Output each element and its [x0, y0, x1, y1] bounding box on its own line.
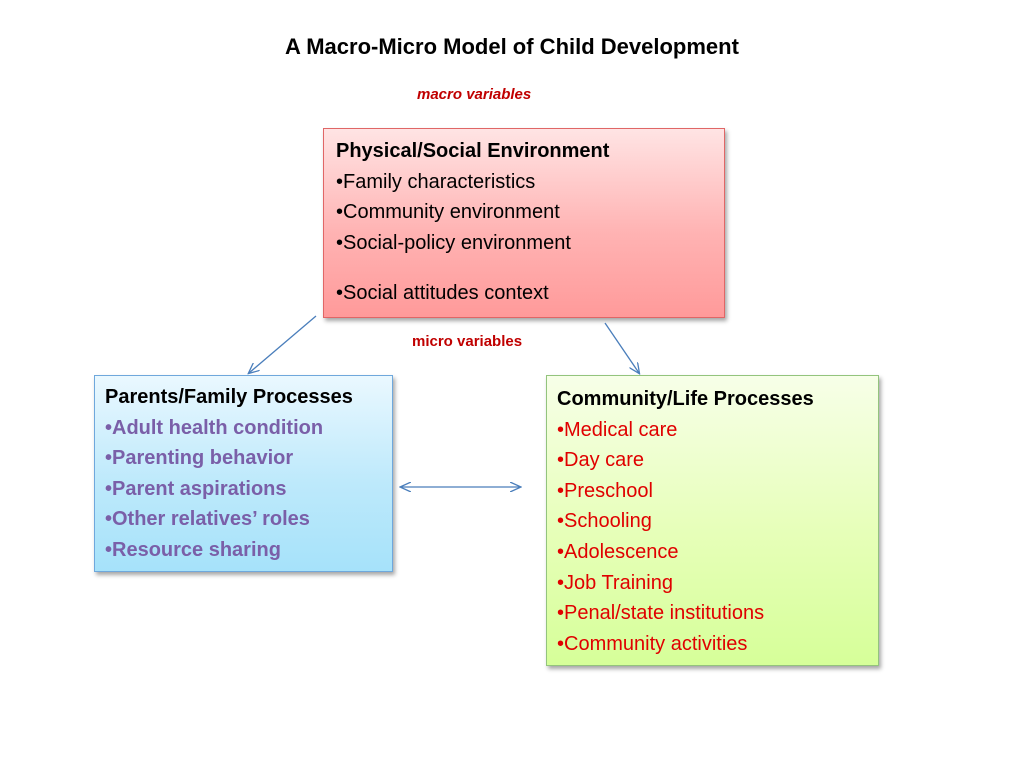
arrow-environment-to-community: [604, 322, 639, 373]
environment-item-community-environment: •Community environment: [336, 201, 560, 224]
family-heading: Parents/Family Processes: [105, 386, 353, 408]
community-item-adolescence: •Adolescence: [557, 540, 679, 563]
environment-item-social-attitudes-context: •Social attitudes context: [336, 282, 549, 305]
family-item-parenting-behavior: •Parenting behavior: [105, 447, 294, 470]
community-item-day-care: •Day care: [557, 449, 645, 472]
macro-variables-caption: macro variables: [417, 86, 532, 103]
environment-heading: Physical/Social Environment: [336, 140, 610, 162]
family-item-other-relatives: •Other relatives’ roles: [105, 508, 310, 531]
community-item-preschool: •Preschool: [557, 479, 653, 502]
community-item-medical-care: •Medical care: [557, 418, 678, 441]
family-item-parent-aspirations: •Parent aspirations: [105, 477, 287, 500]
environment-item-family-characteristics: •Family characteristics: [336, 170, 536, 193]
community-item-community-activities: •Community activities: [557, 632, 748, 655]
community-life-processes-box: Community/Life Processes •Medical care •…: [546, 375, 879, 666]
family-item-resource-sharing: •Resource sharing: [105, 538, 281, 561]
community-item-schooling: •Schooling: [557, 510, 652, 533]
environment-item-social-policy-environment: •Social-policy environment: [336, 231, 571, 254]
community-heading: Community/Life Processes: [557, 388, 814, 410]
diagram-title: A Macro-Micro Model of Child Development: [285, 34, 739, 59]
arrow-environment-to-family: [249, 315, 317, 373]
physical-social-environment-box: Physical/Social Environment •Family char…: [323, 128, 725, 318]
community-item-job-training: •Job Training: [557, 571, 673, 594]
community-list: •Medical care •Day care •Preschool •Scho…: [557, 415, 868, 660]
environment-list: •Family characteristics •Community envir…: [336, 167, 714, 309]
parents-family-processes-box: Parents/Family Processes •Adult health c…: [94, 375, 393, 572]
community-item-penal-institutions: •Penal/state institutions: [557, 602, 765, 625]
micro-variables-caption: micro variables: [412, 333, 523, 350]
family-list: •Adult health condition •Parenting behav…: [105, 413, 382, 566]
family-item-adult-health: •Adult health condition: [105, 416, 324, 439]
